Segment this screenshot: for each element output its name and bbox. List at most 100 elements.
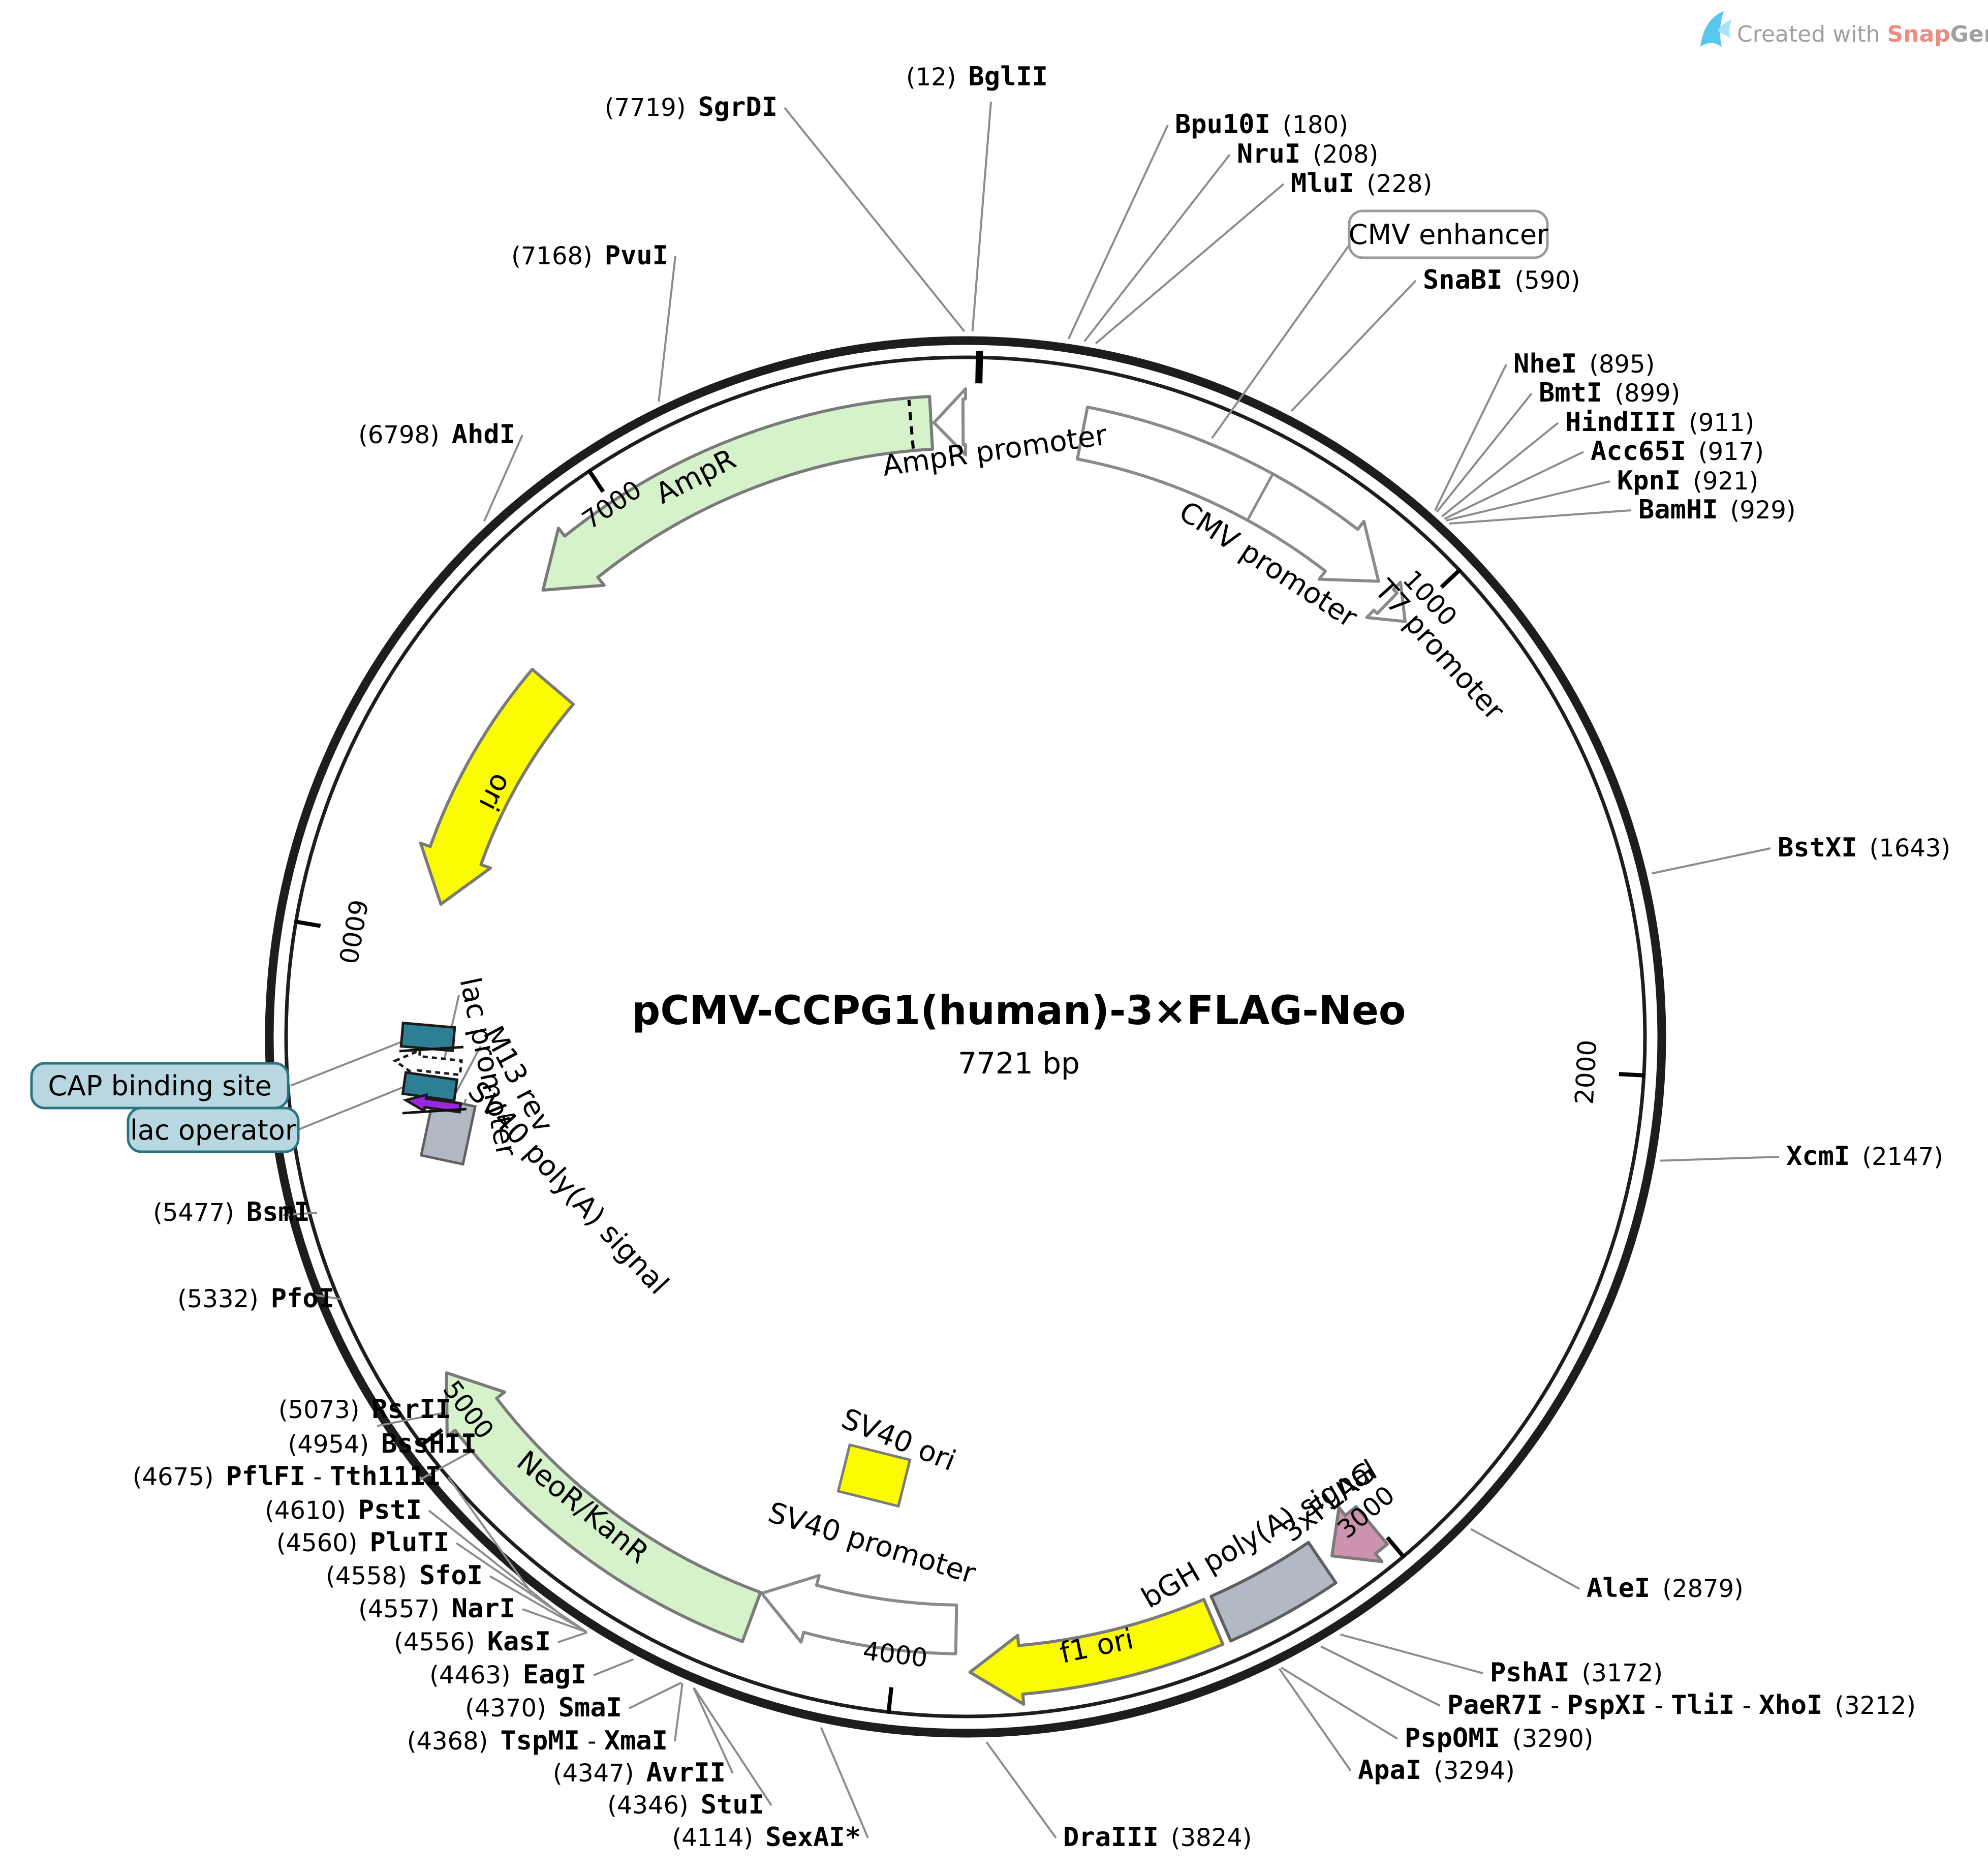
leader-pflfi: [447, 1476, 533, 1594]
extra-leader-1: [290, 1039, 407, 1087]
tick-label-2000: 2000: [1570, 1039, 1603, 1105]
feature-feature-baseline-1: [399, 1046, 464, 1053]
plasmid-size: 7721 bp: [958, 1046, 1080, 1081]
snapgene-watermark: Created with SnapGene®: [1700, 11, 1988, 47]
enzyme-label-pluti: (4560) PluTI: [276, 1527, 449, 1558]
leader-lines: [283, 101, 1780, 1839]
enzyme-label-sexai: (4114) SexAI*: [672, 1822, 861, 1853]
feature-3xflag: [1330, 1505, 1389, 1563]
leader-eagi: [593, 1658, 634, 1676]
extra-leader-0: [1211, 242, 1352, 439]
leader-ahdi: [483, 435, 523, 522]
enzyme-label-tspmi: (4368) TspMI - XmaI: [407, 1726, 668, 1756]
feature-label-sv40-promoter: SV40 promoter: [764, 1496, 980, 1590]
feature-ori: [419, 667, 575, 906]
feature-cmv-enhancer-cmv-promoter-separator: [1246, 473, 1274, 521]
enzyme-label-draiii: DraIII (3824): [1063, 1822, 1252, 1853]
leader-sfoi: [489, 1575, 587, 1633]
feature-f1-ori: [968, 1597, 1225, 1706]
feature-shapes: [392, 387, 1407, 1706]
leader-bpu10i: [1067, 125, 1169, 340]
snapgene-logo: [1700, 11, 1724, 47]
boxed-label-lac-operator-box: [127, 1107, 300, 1153]
extra-leader-2: [298, 1084, 410, 1130]
plasmid-backbone-inner-ring: [284, 355, 1647, 1718]
leader-psti: [428, 1510, 563, 1616]
leader-avrii: [692, 1687, 734, 1774]
leader-kpni: [1446, 480, 1610, 521]
feature-sv40-ori: [836, 1443, 912, 1508]
tick-4000: [886, 1687, 894, 1714]
enzyme-label-pspomi: PspOMI (3290): [1405, 1723, 1593, 1754]
leader-bsmi: [283, 1212, 318, 1216]
leader-bmti: [1436, 392, 1533, 513]
leader-nari: [522, 1608, 587, 1633]
watermark-text: Created with SnapGene®: [1737, 21, 1988, 47]
leader-pspomi: [1281, 1667, 1399, 1740]
leader-draiii: [985, 1741, 1057, 1839]
feature-neor-kanr: [445, 1371, 762, 1643]
feature-sv40-promoter: [760, 1574, 958, 1655]
leader-paer7i: [1320, 1645, 1441, 1707]
enzyme-label-kasi: (4556) KasI: [394, 1626, 551, 1657]
leader-pfoi: [308, 1293, 342, 1300]
enzyme-label-bmti: BmtI (899): [1539, 378, 1680, 408]
enzyme-label-bamhi: BamHI (929): [1638, 495, 1796, 525]
leader-mlui: [1095, 183, 1285, 345]
enzyme-label-nari: (4557) NarI: [358, 1593, 515, 1624]
enzyme-label-eagi: (4463) EagI: [429, 1660, 586, 1690]
feature-bgh-poly-a-signal: [1209, 1541, 1338, 1643]
enzyme-label-smai: (4370) SmaI: [465, 1693, 622, 1723]
leader-nrui: [1083, 153, 1231, 343]
leader-snabi: [1290, 280, 1417, 412]
leader-pluti: [455, 1542, 586, 1632]
leader-rsrii: [377, 1409, 459, 1427]
boxed-label-cmv-enhancer-box: [1348, 209, 1549, 259]
feature-sv40-ori-rect: [836, 1443, 912, 1508]
feature-t7-promoter: [1365, 580, 1407, 623]
enzyme-label-hindiii: HindIII (911): [1565, 407, 1754, 438]
feature-lac-operator-arrow-arrow: [402, 1093, 462, 1114]
enzyme-label-ahdi: (6798) AhdI: [358, 419, 515, 450]
feature-cmv-enhancer-cmv-promoter: [1076, 406, 1380, 583]
enzyme-label-xcmi: XcmI (2147): [1786, 1141, 1943, 1172]
enzyme-label-apai: ApaI (3294): [1358, 1755, 1515, 1786]
feature-ampr-promoter: [933, 387, 967, 456]
feature-ampr: [541, 395, 934, 592]
tick-1000: [1440, 567, 1462, 589]
leader-nhei: [1434, 364, 1507, 511]
enzyme-label-sfoi: (4558) SfoI: [326, 1560, 483, 1591]
feature-ampr-dashed-boundary: [907, 400, 915, 449]
feature-feature-baseline-2: [402, 1108, 467, 1115]
enzyme-label-sgrdi: (7719) SgrDI: [605, 92, 778, 122]
feature-label-sv40-poly-a-signal: SV40 poly(A) signal: [461, 1075, 675, 1301]
tick-7000: [586, 468, 605, 493]
enzyme-label-nrui: NruI (208): [1237, 139, 1378, 169]
leader-sexai: [820, 1727, 869, 1838]
leader-pvui: [658, 256, 676, 402]
enzyme-label-kpni: KpnI (921): [1617, 466, 1758, 496]
snapgene-logo-accent: [1718, 20, 1732, 39]
tick-2000: [1619, 1072, 1646, 1078]
feature-lac-operator-rect: [401, 1071, 459, 1102]
enzyme-label-bpu10i: Bpu10I (180): [1175, 109, 1348, 140]
enzyme-label-bglii: (12) BglII: [906, 62, 1048, 92]
leader-bstxi: [1651, 847, 1771, 875]
enzyme-label-bsshii: (4954) BssHII: [288, 1429, 477, 1459]
leader-tspmi: [674, 1683, 684, 1742]
leader-stui: [693, 1687, 772, 1806]
leader-bglii: [971, 101, 992, 332]
watermark-prefix: Created with: [1737, 21, 1887, 47]
enzyme-label-bsmi: (5477) BsmI: [153, 1197, 310, 1227]
enzyme-label-pvui: (7168) PvuI: [511, 240, 668, 271]
plasmid-backbone-outer-ring: [265, 336, 1666, 1738]
boxed-label-cap-binding-site-text: CAP binding site: [48, 1070, 271, 1102]
tick-6000: [294, 919, 321, 928]
tick-5000: [419, 1428, 443, 1448]
tick-3000: [1385, 1536, 1406, 1559]
extra-leader-4: [454, 1046, 482, 1094]
leader-bamhi: [1449, 509, 1632, 525]
leader-smai: [629, 1681, 682, 1709]
